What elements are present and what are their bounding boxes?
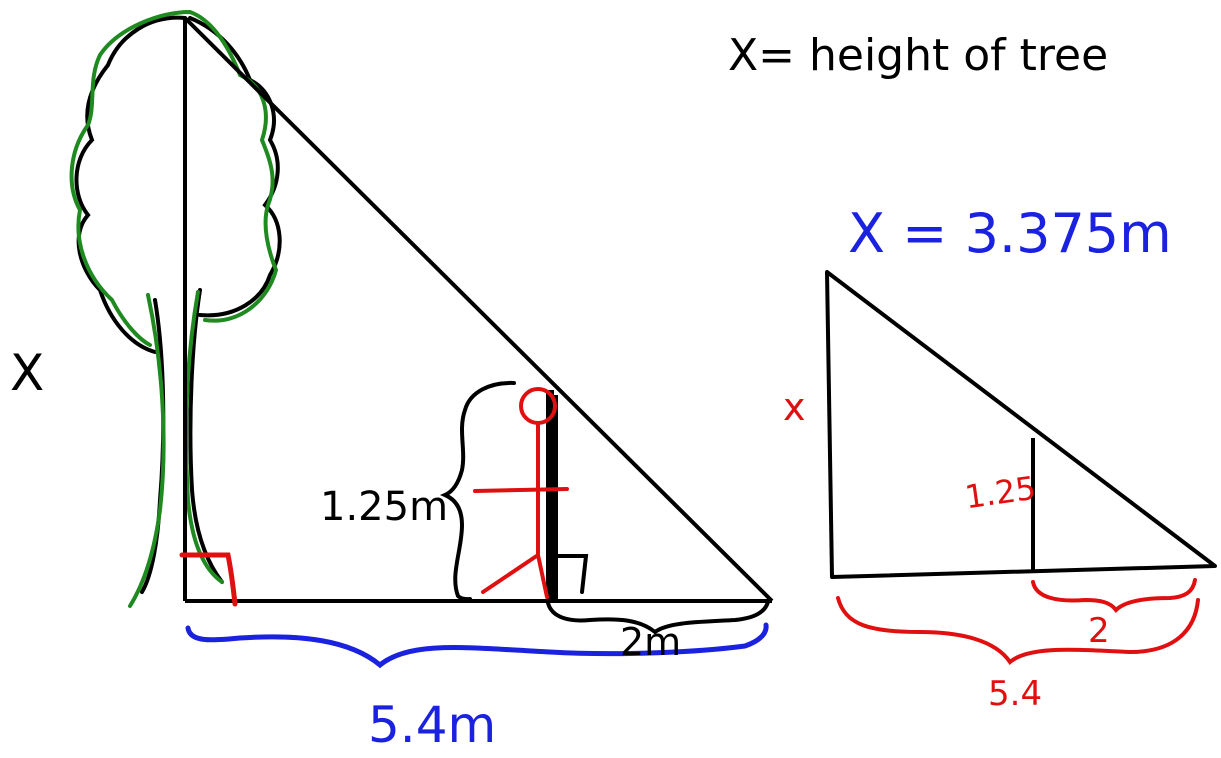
shadow-label: 2m	[620, 620, 681, 664]
title-note: X= height of tree	[728, 30, 1108, 81]
answer: X = 3.375m	[848, 202, 1172, 265]
right-short-base-label: 2	[1088, 611, 1110, 651]
tree-crown-outline	[74, 15, 282, 354]
person-height-line	[546, 390, 558, 601]
right-inner-height-label: 1.25	[962, 469, 1038, 517]
triangle-hypotenuse	[183, 16, 774, 603]
right-long-base-brace	[836, 596, 1200, 665]
shadow-brace	[546, 600, 770, 635]
base-label: 5.4m	[368, 696, 496, 754]
right-figure: X = 3.375m x 1.25 2 5.4	[783, 202, 1217, 714]
person-right-angle-mark	[554, 554, 589, 594]
right-short-base-brace	[1031, 578, 1197, 614]
left-figure: X 1.25m 2m 5.4m	[10, 10, 774, 754]
tree-trunk-green-left	[128, 293, 166, 608]
base-brace	[185, 622, 769, 669]
right-triangle	[825, 270, 1217, 579]
person-height-brace	[439, 380, 516, 602]
person-legs	[481, 551, 549, 599]
person-height-label: 1.25m	[320, 484, 448, 530]
left-x-label: X	[10, 344, 44, 402]
person-arms	[473, 487, 569, 493]
tree-trunk-green-right	[184, 290, 224, 584]
tree-crown-green	[69, 10, 279, 347]
right-long-base-label: 5.4	[988, 674, 1042, 714]
right-x-label: x	[783, 385, 806, 429]
tree-right-angle-mark	[179, 552, 238, 607]
